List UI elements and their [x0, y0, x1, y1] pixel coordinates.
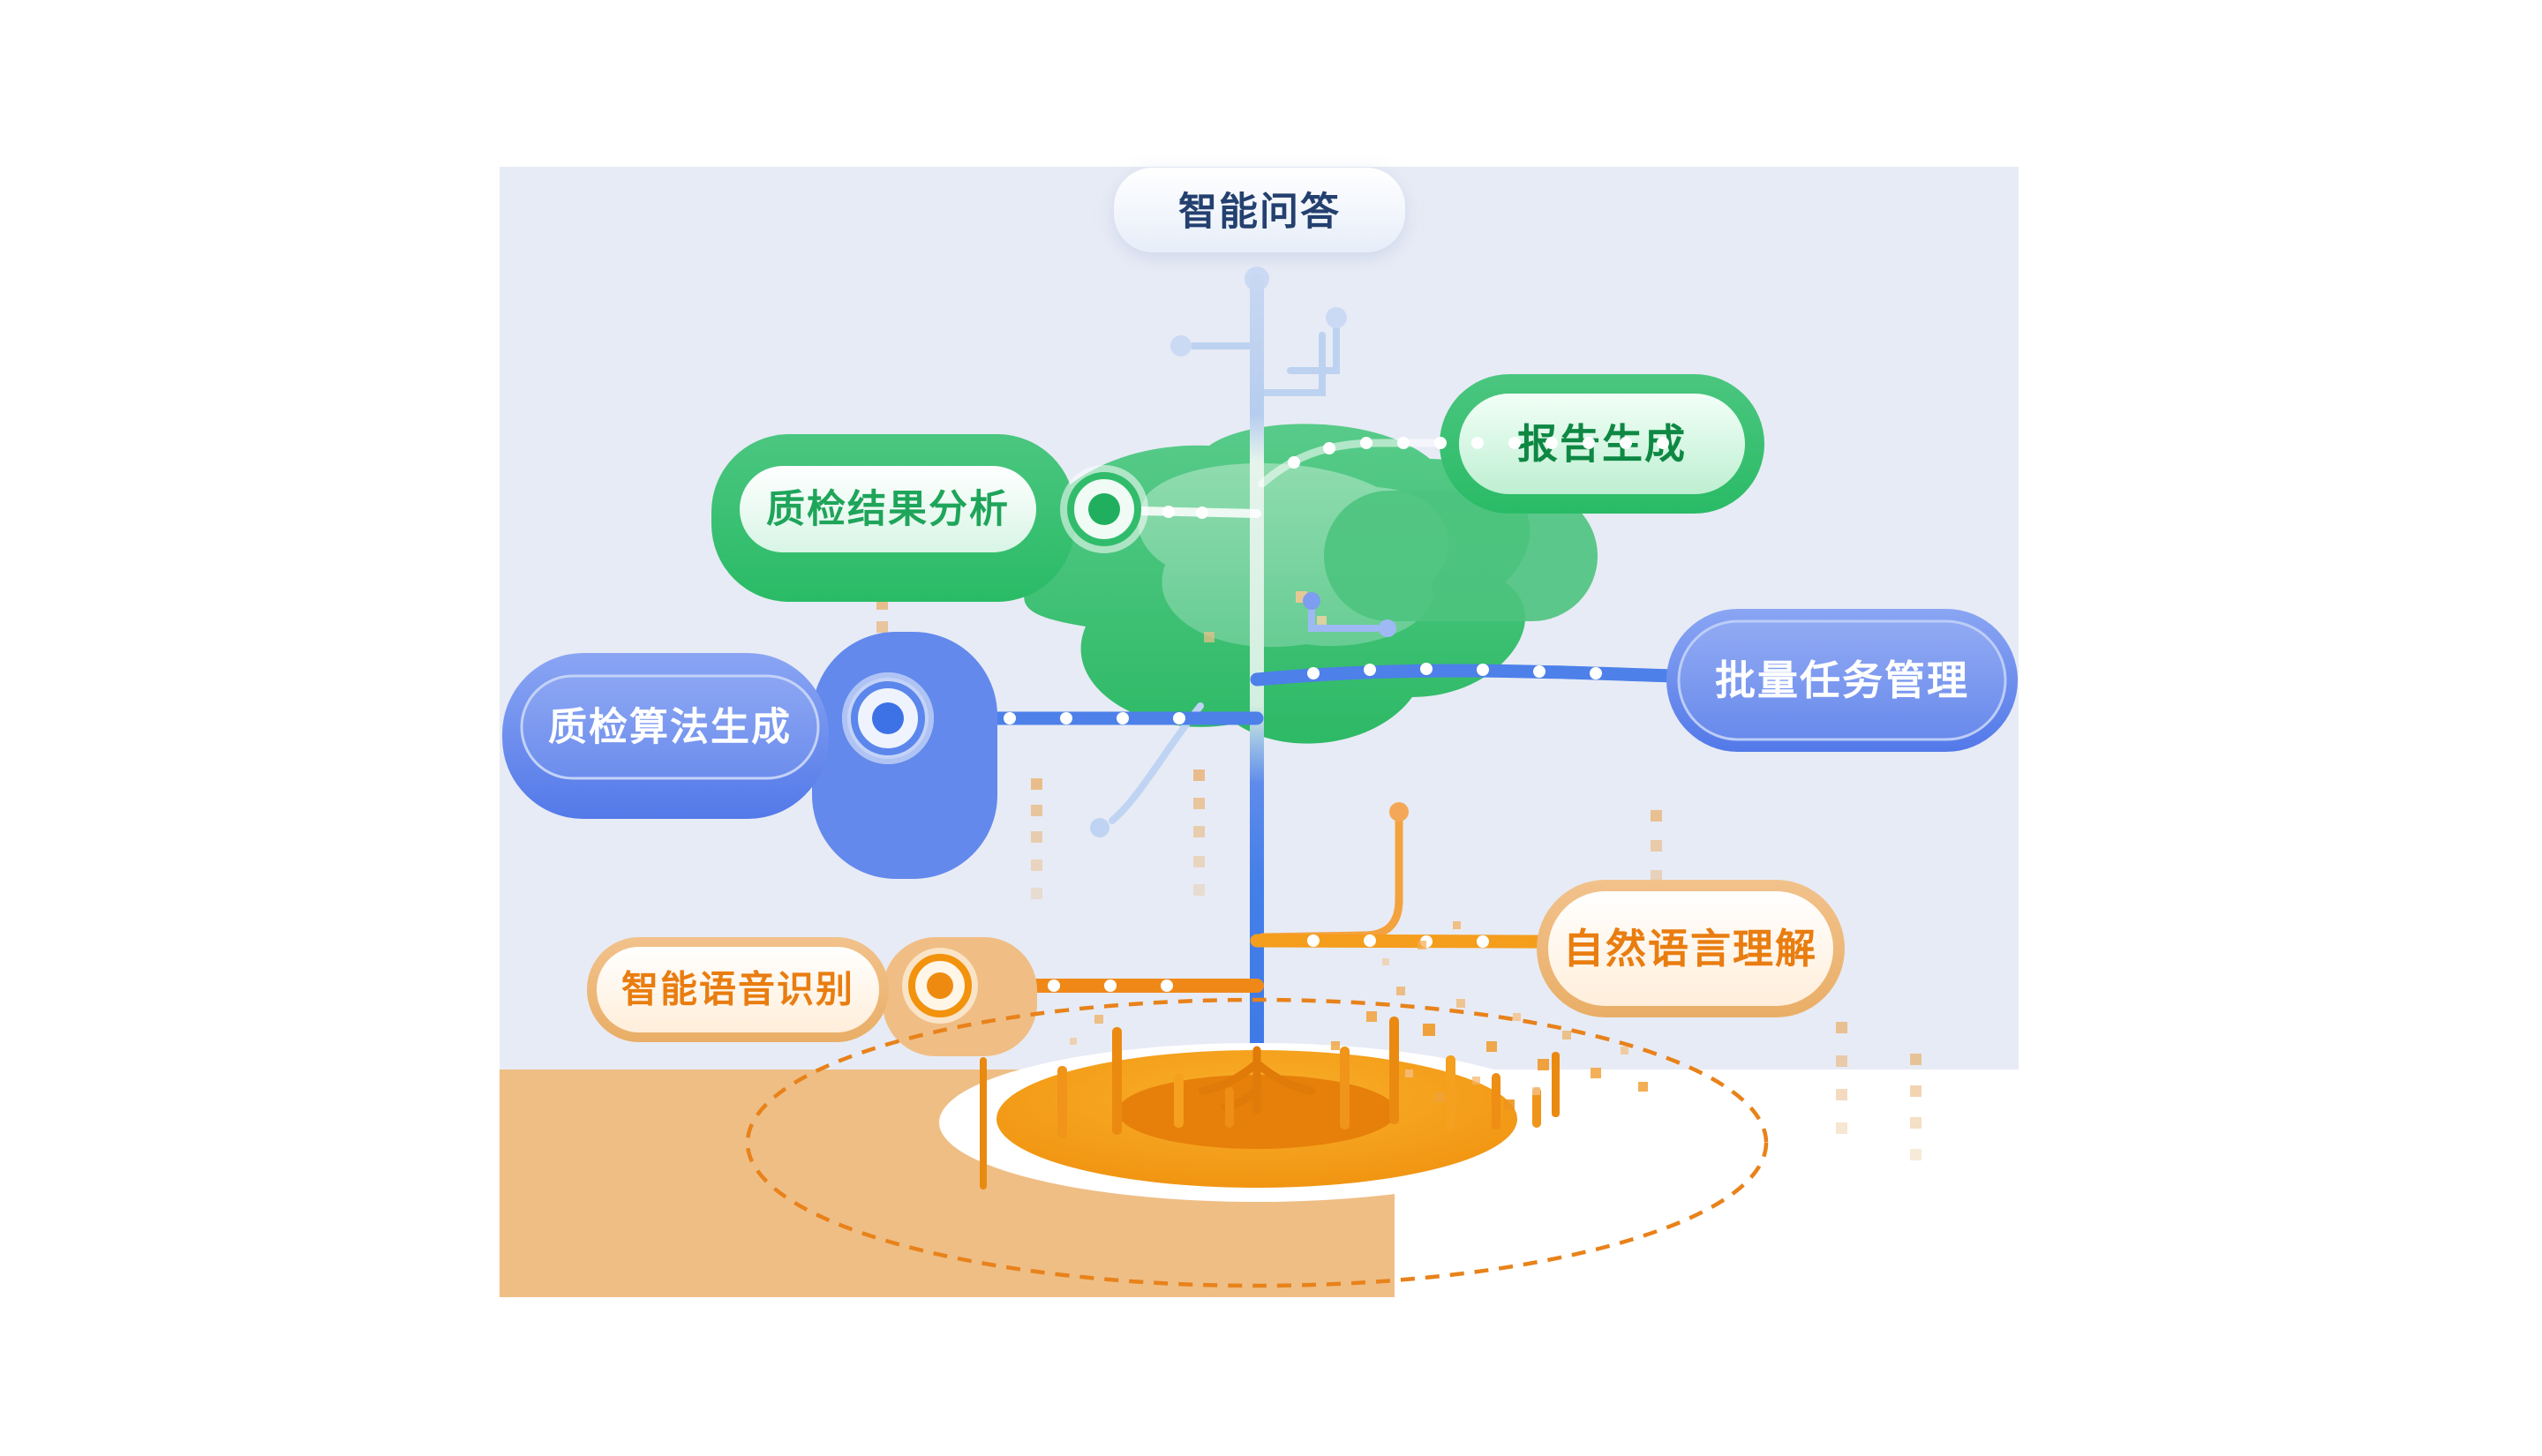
pill-analysis: 质检结果分析 — [711, 434, 1075, 602]
node-label-asr: 智能语音识别 — [621, 969, 854, 1010]
branch-batch — [1250, 663, 1728, 687]
node-label-nlu: 自然语言理解 — [1563, 926, 1817, 972]
pill-nlu: 自然语言理解 — [1537, 880, 1845, 1017]
dashed-ring — [745, 997, 1769, 1288]
pill-asr: 智能语音识别 — [587, 937, 889, 1042]
node-label-algo: 质检算法生成 — [548, 706, 792, 749]
node-label-analysis: 质检结果分析 — [766, 488, 1010, 531]
node-connector-algo — [842, 672, 934, 764]
node-label-batch: 批量任务管理 — [1715, 657, 1969, 703]
pill-report: 报告生成 — [1440, 374, 1764, 514]
node-connector-asr — [902, 948, 978, 1024]
pill-batch: 批量任务管理 — [1666, 609, 2018, 752]
pill-algo: 质检算法生成 — [502, 653, 829, 819]
pill-qa: 智能问答 — [1114, 168, 1405, 252]
node-label-qa: 智能问答 — [1178, 191, 1341, 234]
branch-report-dots — [1288, 437, 1669, 469]
node-connector-analysis — [1060, 465, 1148, 553]
soil-bars — [980, 1017, 1560, 1190]
confetti — [1070, 921, 1648, 1110]
blue-circuit-stub — [1303, 592, 1396, 637]
